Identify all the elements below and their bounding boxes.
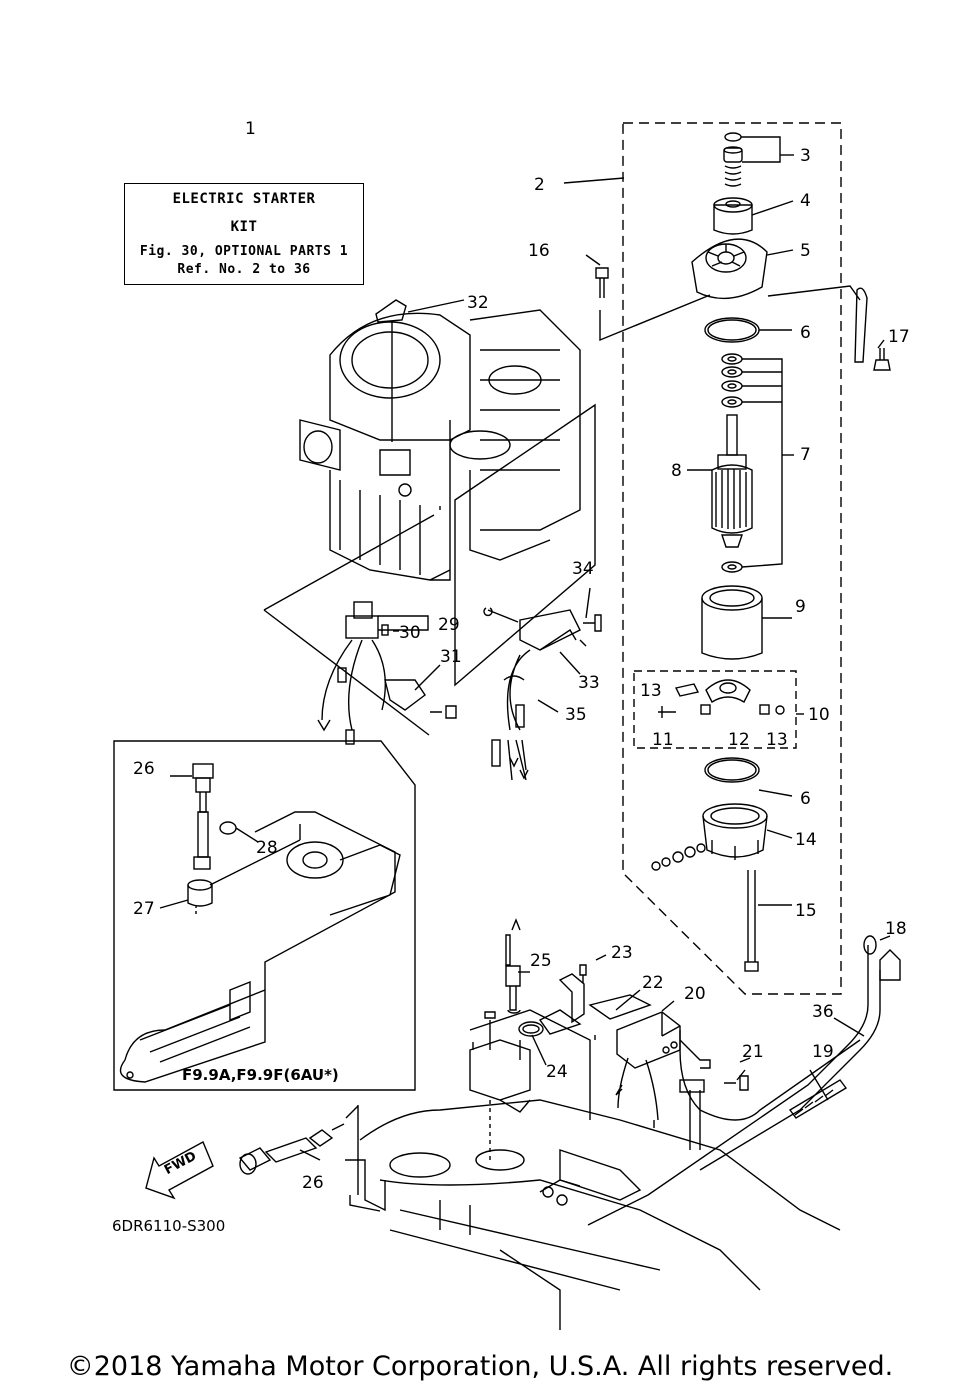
callout-30: 30: [399, 623, 421, 643]
bolt-21: [724, 1069, 749, 1091]
starter-leaders: [563, 136, 885, 906]
inset-box: [113, 740, 416, 1091]
callout-17: 17: [888, 327, 910, 347]
callout-21: 21: [742, 1042, 764, 1062]
callout-25: 25: [530, 951, 552, 971]
callout-5: 5: [800, 241, 811, 261]
starter-motor-parts: [651, 132, 785, 972]
callout-1: 1: [245, 119, 256, 139]
brush-holder-box: [633, 670, 797, 749]
callout-8: 8: [671, 461, 682, 481]
callout-12: 12: [728, 730, 750, 750]
kit-label-box: ELECTRIC STARTER KIT Fig. 30, OPTIONAL P…: [124, 183, 364, 285]
diagram-code: 6DR6110-S300: [112, 1217, 226, 1235]
callout-10: 10: [808, 705, 830, 725]
callout-11: 11: [652, 730, 674, 750]
fwd-label: FWD: [162, 1149, 199, 1178]
engine-block: [299, 309, 581, 581]
inset-parts: [119, 763, 401, 1083]
callout-15: 15: [795, 901, 817, 921]
callout-26a: 26: [133, 759, 155, 779]
kit-title-line2: KIT: [230, 219, 258, 235]
callout-14: 14: [795, 830, 817, 850]
callout-29: 29: [438, 615, 460, 635]
callout-6b: 6: [800, 789, 811, 809]
callout-18: 18: [885, 919, 907, 939]
callout-20: 20: [684, 984, 706, 1004]
copyright-notice: ©2018 Yamaha Motor Corporation, U.S.A. A…: [66, 1351, 894, 1382]
callout-33: 33: [578, 673, 600, 693]
battery-cables: [539, 935, 901, 1226]
callout-16: 16: [528, 241, 550, 261]
callout-36: 36: [812, 1002, 834, 1022]
relay-harness: [317, 601, 457, 745]
callout-32: 32: [467, 293, 489, 313]
callout-3: 3: [800, 146, 811, 166]
callout-35: 35: [565, 705, 587, 725]
callout-34: 34: [572, 559, 594, 579]
callout-2: 2: [534, 175, 545, 195]
kit-title-line1: ELECTRIC STARTER: [172, 191, 316, 207]
callout-9: 9: [795, 597, 806, 617]
fwd-arrow: [145, 1141, 214, 1200]
rectifier-harness: [483, 587, 602, 781]
bolt-17: [873, 348, 891, 371]
callout-23: 23: [611, 943, 633, 963]
callout-24: 24: [546, 1062, 568, 1082]
callout-26b: 26: [302, 1173, 324, 1193]
callout-19: 19: [812, 1042, 834, 1062]
model-applicability-label: F9.9A,F9.9F(6AU*): [182, 1066, 339, 1084]
callout-7: 7: [800, 445, 811, 465]
lower-bracket: [469, 918, 652, 1113]
neutral-switch-26: [238, 1123, 345, 1175]
callout-6a: 6: [800, 323, 811, 343]
relay-20: [615, 1011, 711, 1128]
kit-ref-range: Ref. No. 2 to 36: [177, 262, 311, 277]
callout-4: 4: [800, 191, 811, 211]
callout-31: 31: [440, 647, 462, 667]
starter-group-outline: [622, 122, 842, 995]
bottom-cowling: [345, 1099, 841, 1330]
callout-28: 28: [256, 838, 278, 858]
callout-13b: 13: [766, 730, 788, 750]
bolt-16: [595, 267, 609, 298]
callout-22: 22: [642, 973, 664, 993]
callout-27: 27: [133, 899, 155, 919]
callout-13a: 13: [640, 681, 662, 701]
kit-figure-ref: Fig. 30, OPTIONAL PARTS 1: [139, 244, 349, 259]
